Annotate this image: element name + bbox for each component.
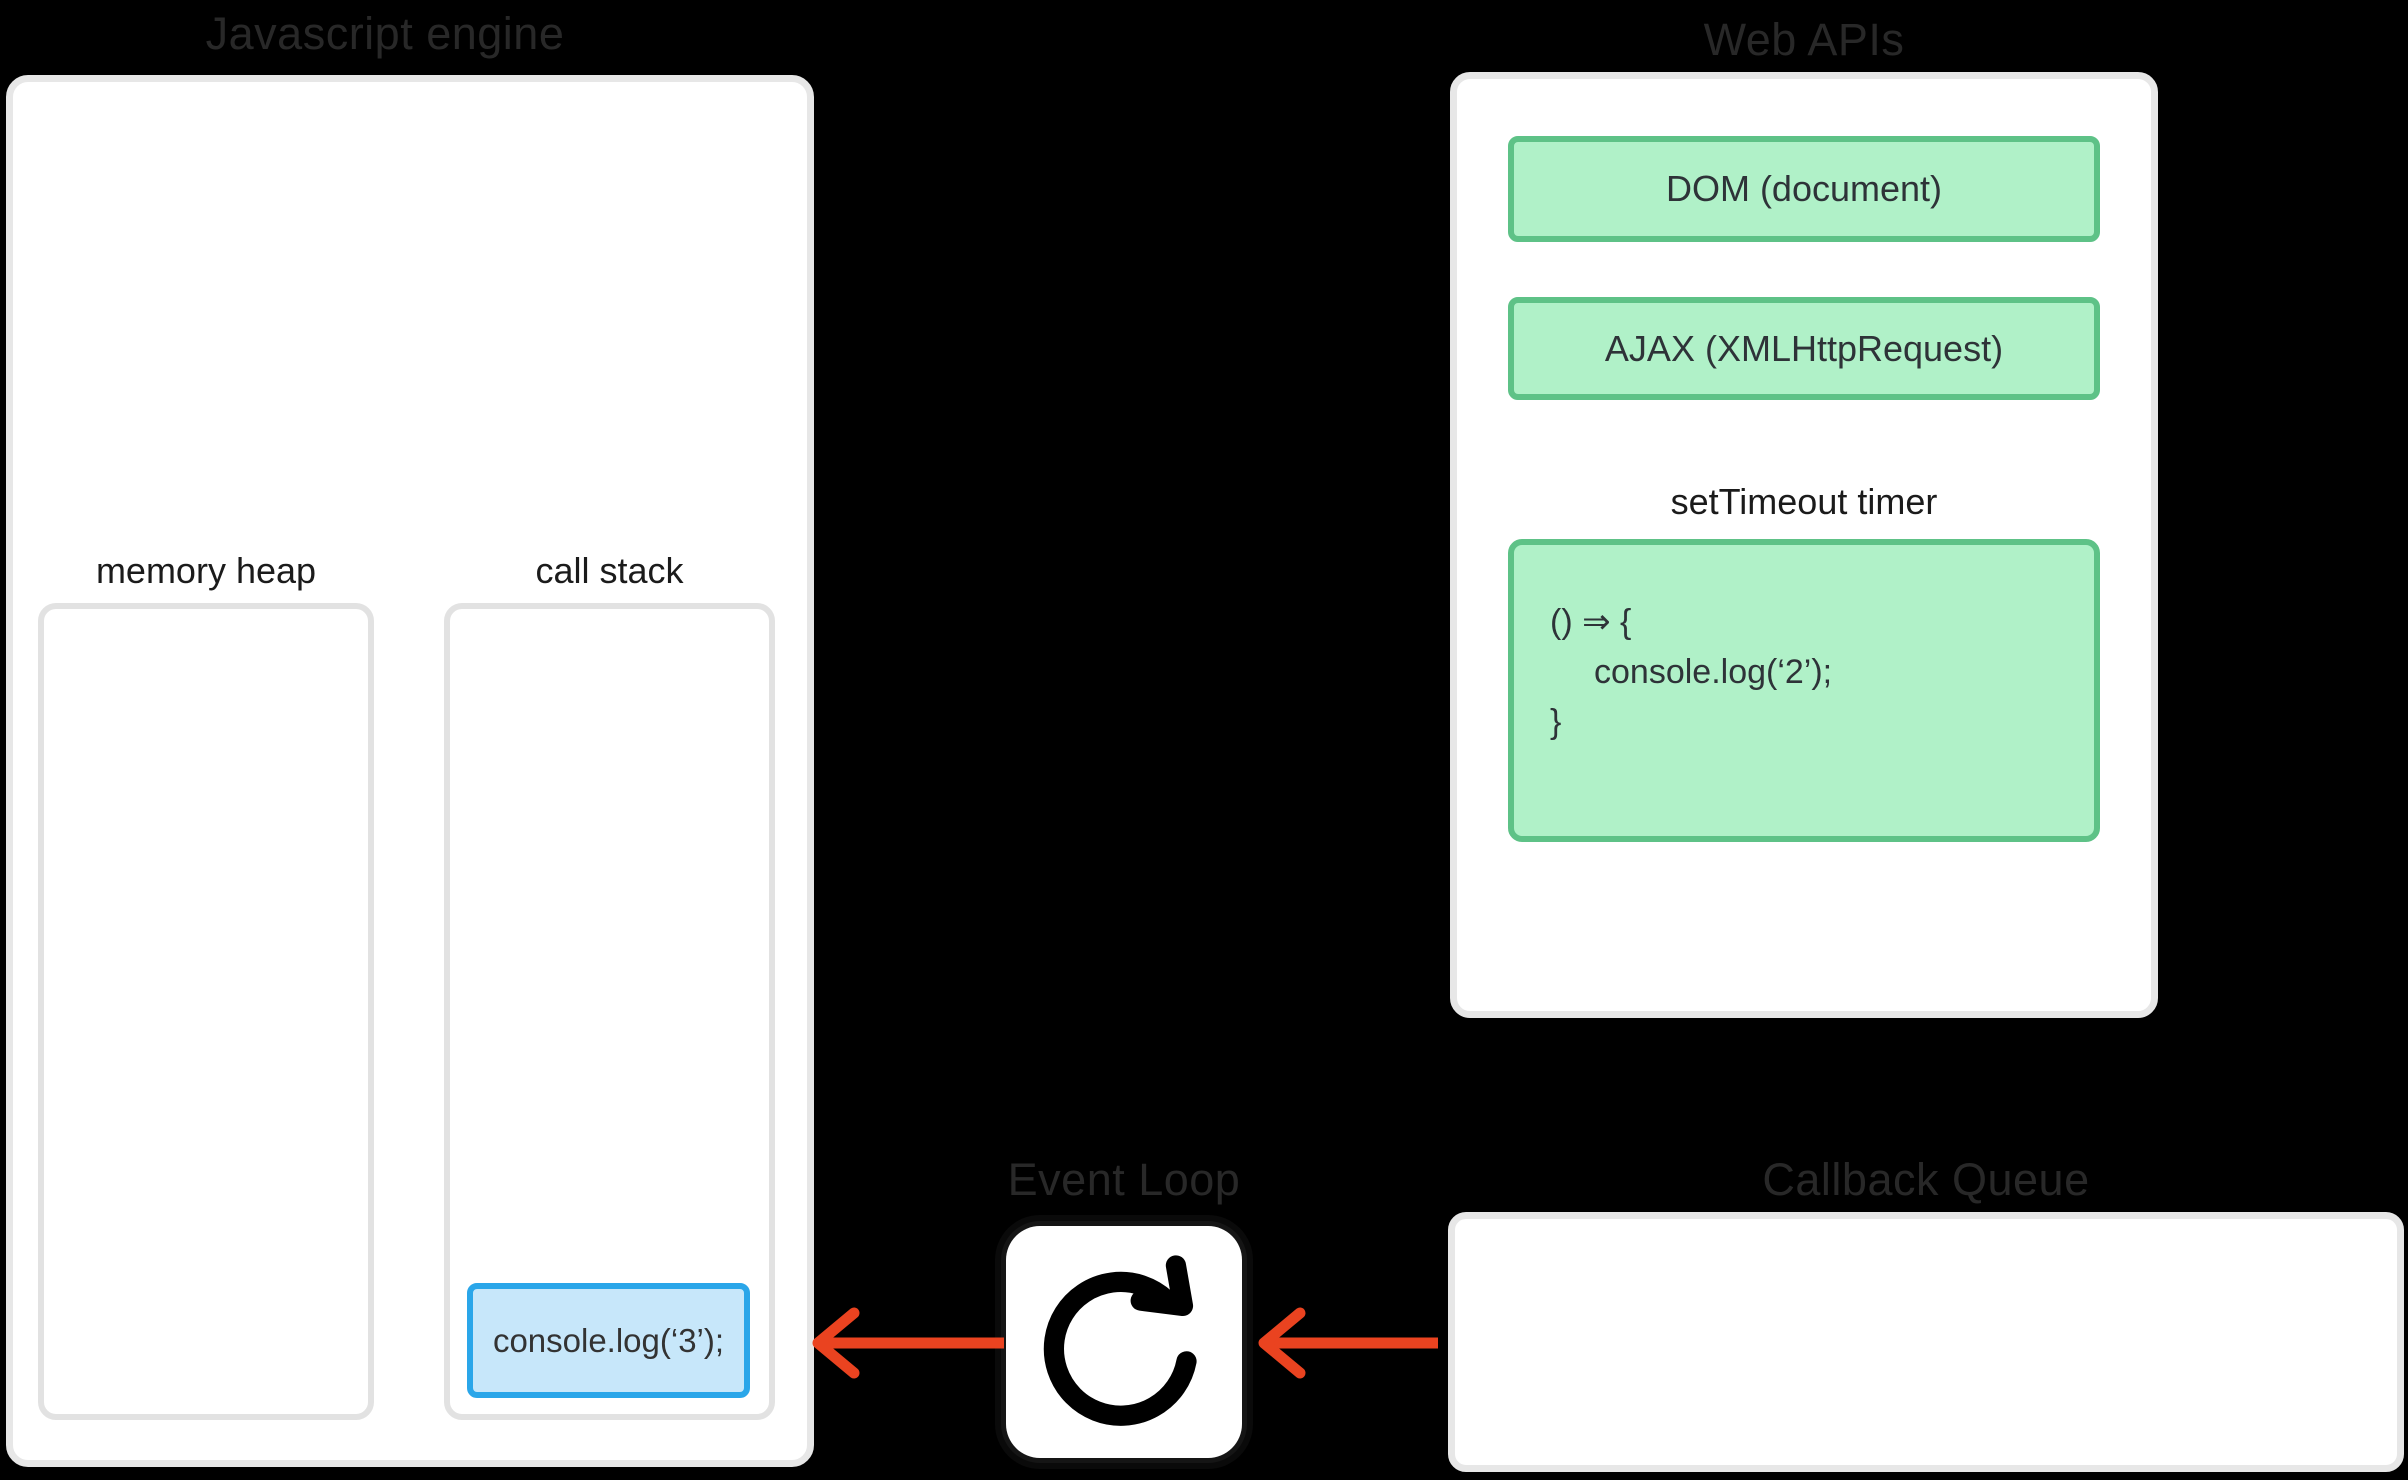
dom-item: DOM (document) <box>1508 136 2100 242</box>
memory-heap-label: memory heap <box>95 550 317 591</box>
call-stack-label: call stack <box>535 550 684 591</box>
memory-heap-box <box>38 603 374 1420</box>
settimeout-callback-box: () ⇒ { console.log(‘2’); } <box>1508 539 2100 842</box>
event-loop-box <box>1006 1226 1242 1458</box>
js-engine-title: Javascript engine <box>205 8 565 59</box>
call-stack-frame: console.log(‘3’); <box>467 1283 750 1398</box>
settimeout-timer-label: setTimeout timer <box>1670 481 1938 522</box>
callback-queue-box <box>1448 1212 2404 1472</box>
timer-code-line: console.log(‘2’); <box>1594 653 1833 691</box>
refresh-clockwise-icon <box>1043 1255 1197 1426</box>
event-loop-title: Event Loop <box>1007 1154 1241 1205</box>
timer-code-line: () ⇒ { <box>1550 603 1632 641</box>
web-apis-title: Web APIs <box>1703 14 1905 65</box>
arrow-eventloop-to-callstack <box>812 1307 1004 1379</box>
ajax-item: AJAX (XMLHttpRequest) <box>1508 297 2100 400</box>
callback-queue-title: Callback Queue <box>1762 1154 2090 1205</box>
arrow-callbackqueue-to-eventloop <box>1258 1307 1438 1379</box>
timer-code-line: } <box>1550 703 1562 741</box>
